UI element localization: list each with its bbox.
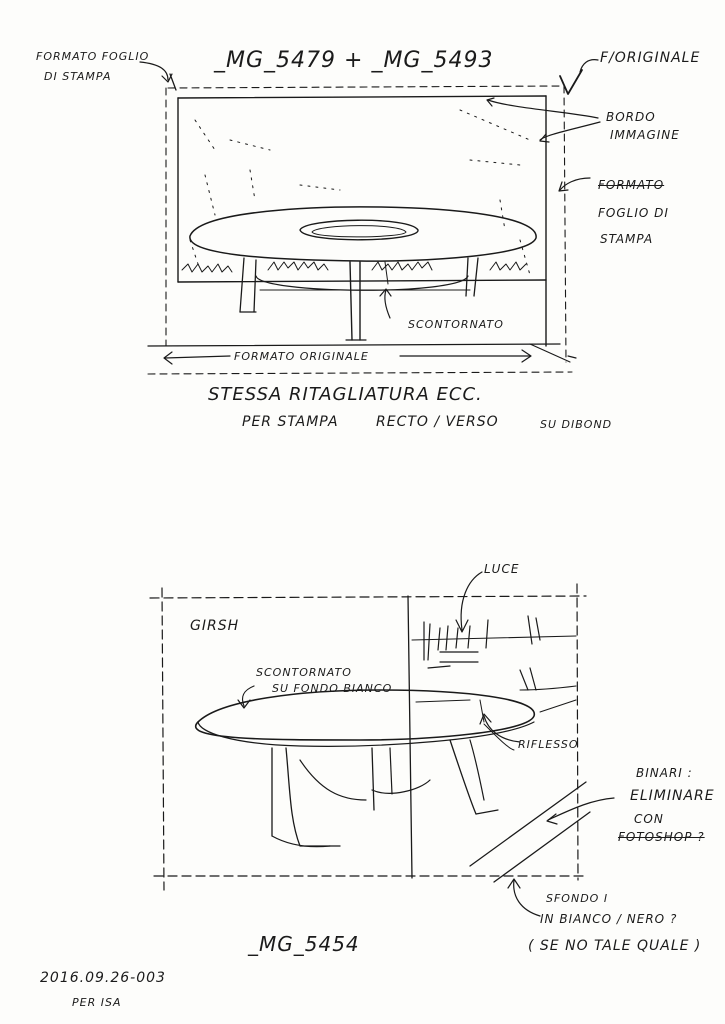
note-background-line1: SFONDO I [546,892,609,905]
note-rails-line4: FOTOSHOP ? [618,830,705,844]
note-format-print-line3: STAMPA [600,232,654,246]
note-background-line2: IN BIANCO / NERO ? [540,912,678,926]
note-rails-line1: BINARI : [636,766,693,780]
footer-recipient: PER ISA [72,996,122,1009]
bottom-sketch-arrows [237,571,615,917]
top-table-drawing [181,206,537,341]
bottom-sketch-lights [423,615,541,691]
note-original-format: FORMATO ORIGINALE [234,350,369,363]
bottom-rails [469,781,591,883]
caption-recto-verso: RECTO / VERSO [376,414,499,430]
note-cutout-white-line2: SU FONDO BIANCO [272,682,393,695]
caption-print: PER STAMPA [242,414,339,430]
label-girsh: GIRSH [190,618,240,634]
note-reflection: RIFLESSO [518,738,579,751]
file-label: _MG_5454 [248,932,360,956]
caption-line1: STESSA RITAGLIATURA ECC. [208,384,483,405]
note-rails-line2: ELIMINARE [630,788,715,804]
note-cutout-white-line1: SCONTORNATO [256,666,352,679]
top-sketch-speckles [189,109,531,276]
note-image-border-line2: IMMAGINE [610,128,680,142]
note-light: LUCE [484,562,520,576]
note-image-border-line1: BORDO [606,110,656,124]
note-cutout: SCONTORNATO [408,318,504,331]
note-format-print-line2: FOGLIO DI [598,206,669,220]
note-rails-line3: CON [634,812,664,826]
top-sketch-title: _MG_5479 + _MG_5493 [214,48,494,73]
top-sketch-arrows [139,59,601,365]
bottom-table-drawing [195,689,535,848]
footer-date: 2016.09.26-003 [40,970,166,986]
note-format-print-line1: FORMATO [598,178,665,192]
note-format-sheet-line2: DI STAMPA [44,70,112,83]
note-background-line3: ( SE NO TALE QUALE ) [528,938,702,954]
caption-dibond: SU DIBOND [540,418,613,431]
note-original: F/ORIGINALE [600,50,701,66]
top-sketch-frames [147,69,583,375]
note-format-sheet-line1: FORMATO FOGLIO [36,50,150,63]
